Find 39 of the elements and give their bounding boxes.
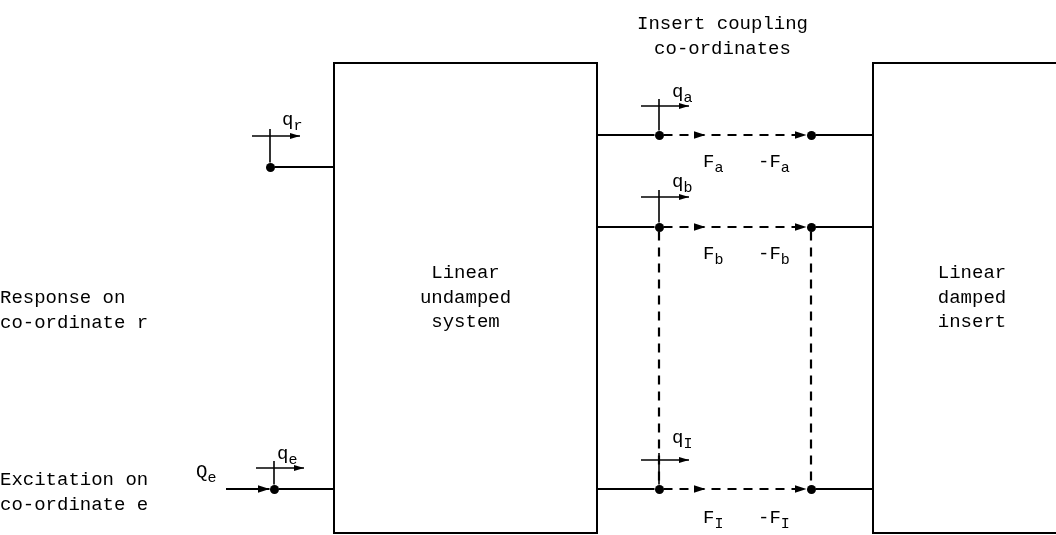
- coordinate-label: q$_{I}$: [672, 426, 693, 451]
- junction-dot: [806, 484, 816, 494]
- box-label: Linear damped insert: [936, 260, 1008, 336]
- box-label: Linear undamped system: [418, 260, 513, 336]
- connector-line: [815, 225, 872, 229]
- dashed-connector: [663, 223, 807, 231]
- force-label: -F$_{a}$: [758, 150, 790, 175]
- connector-line: [815, 133, 872, 137]
- junction-dot: [265, 162, 275, 172]
- junction-dot: [654, 484, 664, 494]
- heading: Insert coupling co-ordinates: [636, 12, 809, 62]
- junction-dot: [654, 222, 664, 232]
- arrow: [226, 485, 270, 493]
- force-label: -F$_{I}$: [758, 506, 790, 531]
- connector-line: [278, 487, 333, 491]
- system-box: [872, 62, 1056, 534]
- force-label: F$_{a}$: [703, 150, 724, 175]
- side-text: Response on co-ordinate r: [0, 286, 150, 336]
- connector-line: [815, 487, 872, 491]
- connector-line: [598, 487, 655, 491]
- coordinate-label: q$_{a}$: [672, 80, 693, 105]
- coordinate-label: q$_{b}$: [672, 170, 693, 195]
- coordinate-label: q$_{r}$: [282, 108, 303, 133]
- force-label: F$_{I}$: [703, 506, 724, 531]
- force-label: F$_{b}$: [703, 242, 724, 267]
- connector-line: [598, 133, 655, 137]
- junction-dot: [806, 130, 816, 140]
- side-text: Excitation on co-ordinate e: [0, 468, 150, 518]
- force-label: -F$_{b}$: [758, 242, 790, 267]
- coordinate-label: q$_{e}$: [277, 442, 298, 467]
- junction-dot: [806, 222, 816, 232]
- junction-dot: [654, 130, 664, 140]
- dashed-connector: [663, 131, 807, 139]
- dashed-connector: [663, 485, 807, 493]
- system-box: [333, 62, 598, 534]
- connector-line: [598, 225, 655, 229]
- junction-dot: [269, 484, 279, 494]
- connector-line: [274, 165, 333, 169]
- force-label: Q$_{e}$: [196, 460, 217, 485]
